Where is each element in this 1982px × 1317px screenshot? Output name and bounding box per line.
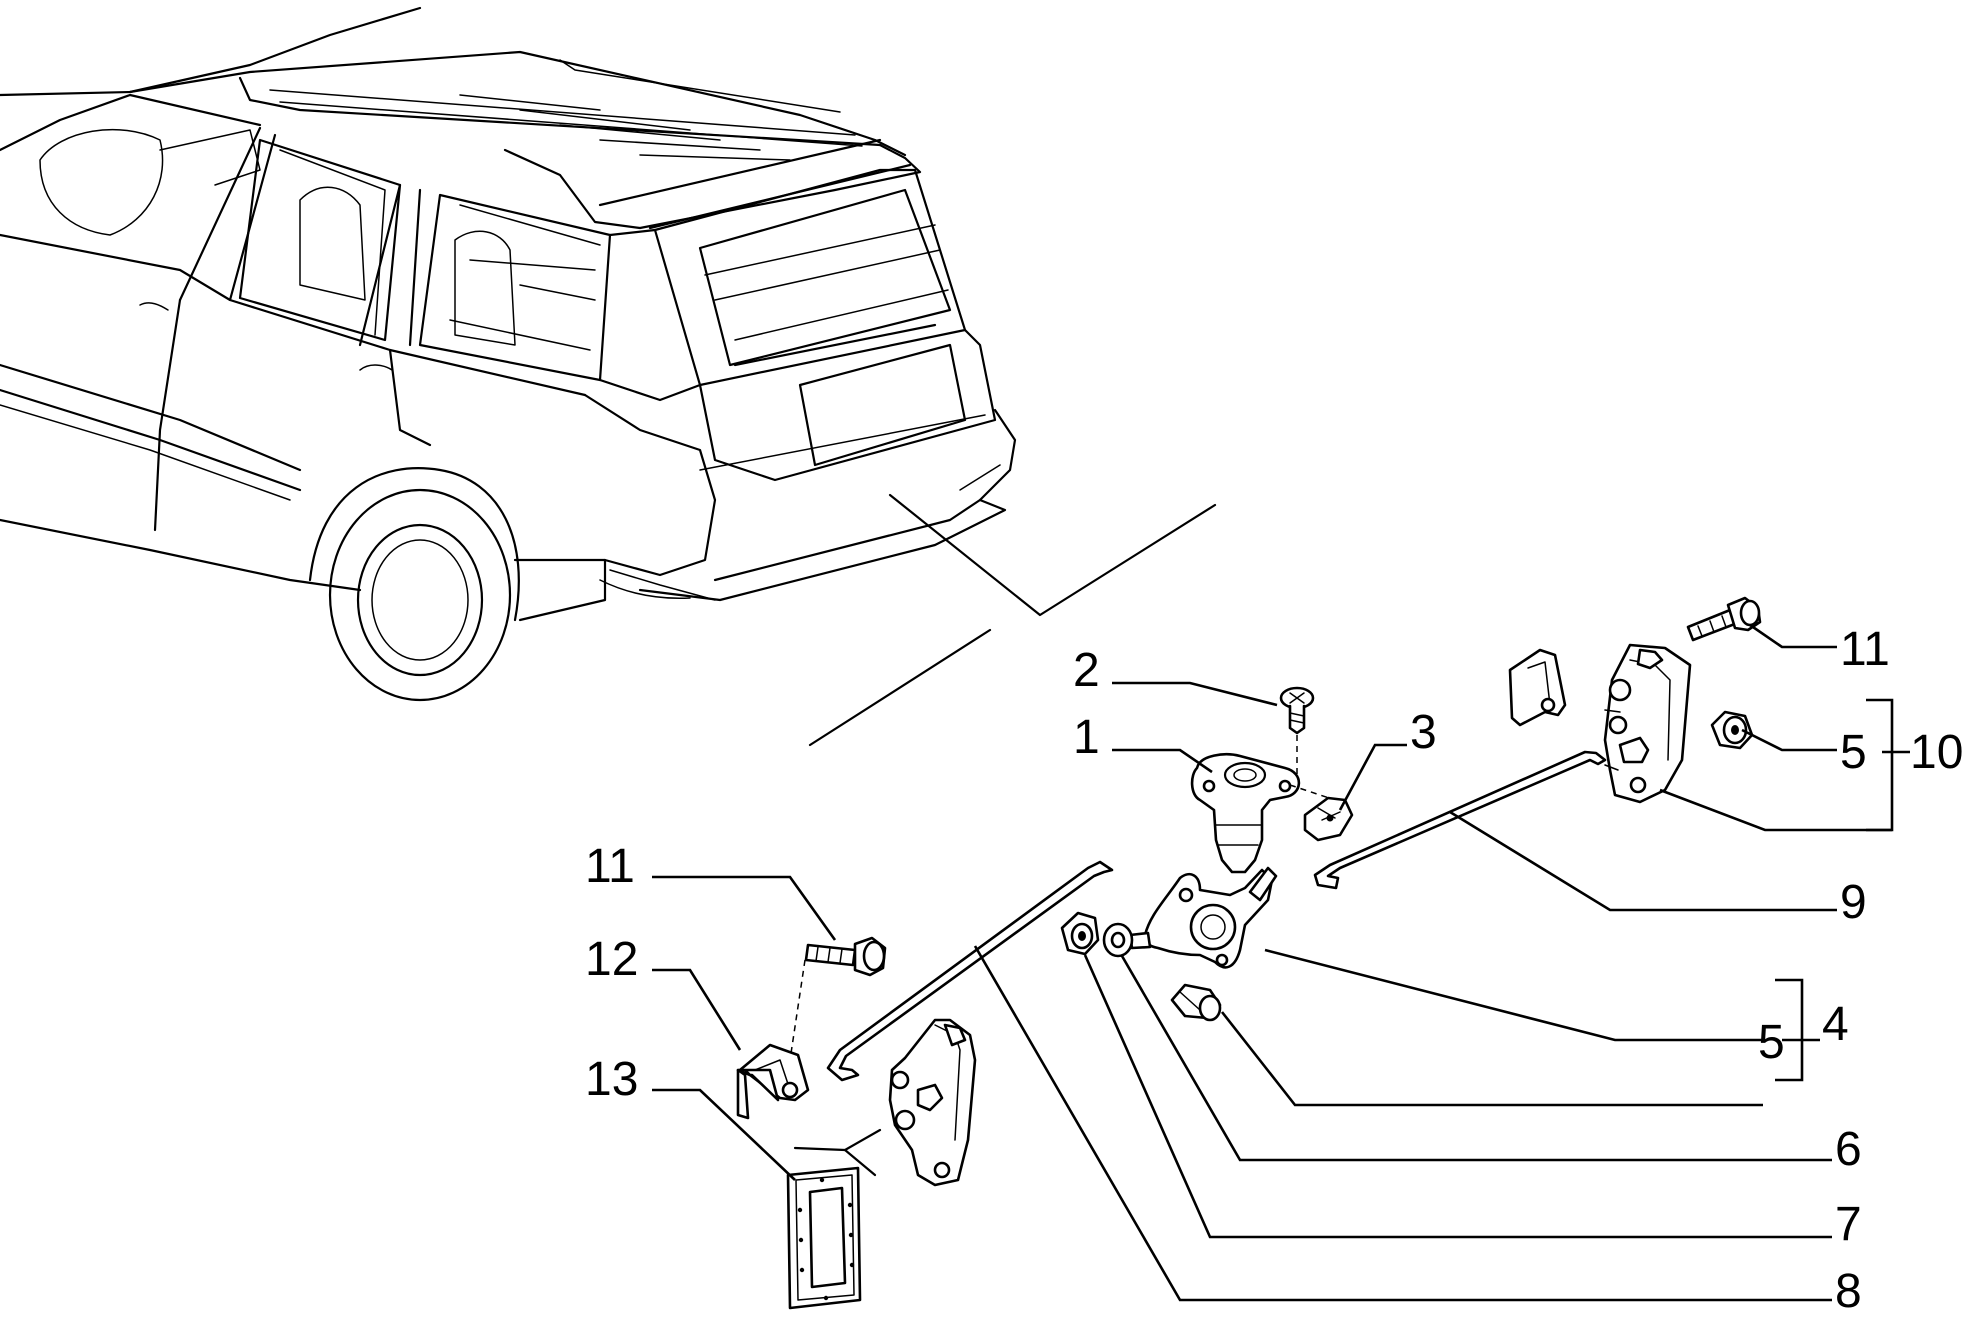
part-2-screw bbox=[1279, 686, 1315, 780]
part-11-bolt-upper bbox=[1686, 596, 1762, 642]
part-latch-lower bbox=[793, 1018, 977, 1187]
callout-6: 6 bbox=[1835, 1123, 1862, 1176]
part-12-bracket-upper bbox=[1508, 648, 1567, 727]
callout-7: 7 bbox=[1835, 1198, 1862, 1251]
part-6-washer bbox=[1102, 922, 1134, 958]
callout-11-left: 11 bbox=[585, 840, 635, 893]
leader-lines bbox=[652, 623, 1910, 1302]
callout-1: 1 bbox=[1073, 711, 1100, 764]
callout-11-upper: 11 bbox=[1840, 623, 1890, 676]
part-4-lock-lever bbox=[1128, 866, 1278, 969]
part-13-gasket bbox=[786, 1166, 862, 1310]
part-10-latch-assembly bbox=[1603, 643, 1692, 804]
part-5-bushing-upper bbox=[1710, 710, 1754, 750]
callout-8: 8 bbox=[1835, 1265, 1862, 1317]
part-11-bolt-left bbox=[789, 936, 887, 1061]
part-7-grommet bbox=[1060, 911, 1100, 956]
callout-2: 2 bbox=[1073, 644, 1100, 697]
callout-labels: 2 1 3 11 5 10 9 5 4 6 7 8 11 12 13 bbox=[585, 623, 1963, 1317]
part-3-clip-nut bbox=[1303, 796, 1354, 842]
callout-3: 3 bbox=[1410, 706, 1437, 759]
part-8-rod bbox=[826, 860, 1114, 1082]
callout-12: 12 bbox=[585, 933, 638, 986]
callout-9: 9 bbox=[1840, 876, 1867, 929]
part-12-bracket-left bbox=[736, 1043, 810, 1120]
part-1-lock-cylinder bbox=[1190, 753, 1336, 874]
part-9-rod bbox=[1313, 750, 1607, 890]
callout-5-upper: 5 bbox=[1840, 726, 1867, 779]
part-5-bushing-lower bbox=[1170, 983, 1222, 1022]
callout-10: 10 bbox=[1910, 726, 1963, 779]
callout-13: 13 bbox=[585, 1053, 638, 1106]
station-wagon-illustration bbox=[0, 6, 1217, 747]
callout-5-lower: 5 bbox=[1758, 1016, 1785, 1069]
callout-4: 4 bbox=[1822, 998, 1849, 1051]
